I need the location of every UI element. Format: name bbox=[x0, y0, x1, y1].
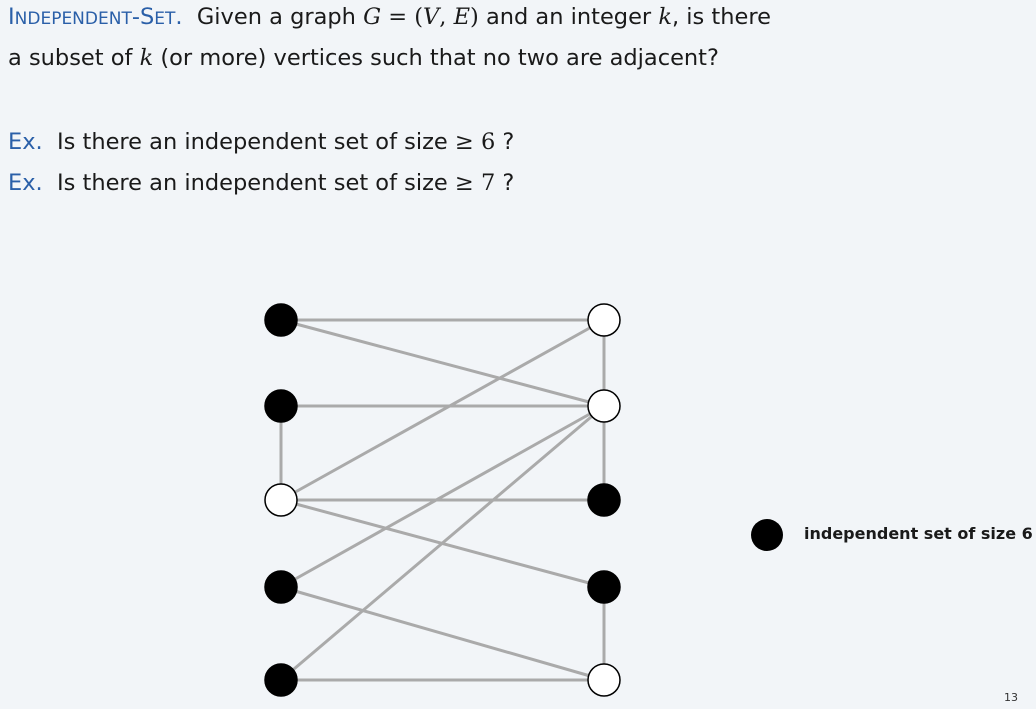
example-label: Ex. bbox=[8, 129, 43, 155]
definition-line-2: a subset of k (or more) vertices such th… bbox=[8, 45, 719, 71]
legend-marker bbox=[751, 519, 783, 551]
edges-group bbox=[279, 318, 606, 682]
vertex-R1 bbox=[587, 303, 621, 337]
vertex-R3 bbox=[587, 483, 621, 517]
page-number: 13 bbox=[1004, 691, 1018, 704]
edge-L4-R5 bbox=[280, 585, 605, 682]
vertex-L1 bbox=[264, 303, 298, 337]
example-label: Ex. bbox=[8, 170, 43, 196]
vertex-L2 bbox=[264, 389, 298, 423]
edge-L5-R2 bbox=[280, 404, 605, 682]
edge-L3-R1 bbox=[280, 318, 605, 502]
definition-line-1: INDEPENDENT-SET. Given a graph G = (V, E… bbox=[8, 4, 771, 30]
vertex-L4 bbox=[264, 570, 298, 604]
problem-name: INDEPENDENT-SET. bbox=[8, 4, 183, 30]
example-1: Ex. Is there an independent set of size … bbox=[8, 129, 515, 155]
example-2: Ex. Is there an independent set of size … bbox=[8, 170, 515, 196]
vertex-L5 bbox=[264, 663, 298, 697]
edge-L4-R2 bbox=[280, 404, 605, 589]
legend-label: independent set of size 6 bbox=[804, 524, 1033, 543]
vertex-R2 bbox=[587, 389, 621, 423]
vertex-R4 bbox=[587, 570, 621, 604]
vertex-R5 bbox=[587, 663, 621, 697]
edge-L1-R2 bbox=[280, 318, 605, 408]
vertices-group bbox=[264, 303, 621, 697]
vertex-L3 bbox=[264, 483, 298, 517]
